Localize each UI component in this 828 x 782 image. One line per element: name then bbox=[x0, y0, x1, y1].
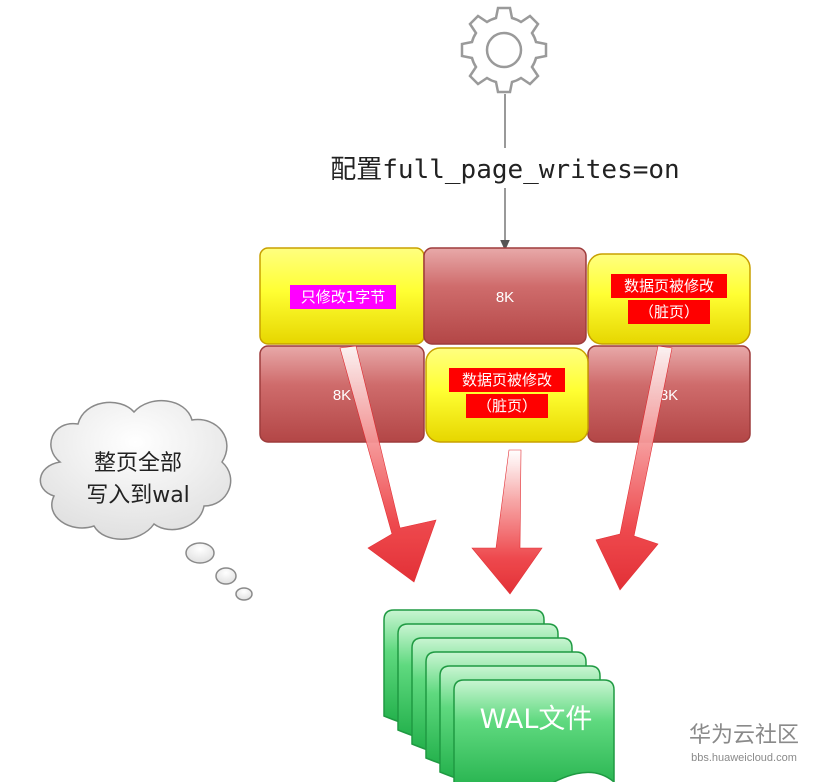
page-bottom-left: 8K bbox=[259, 345, 425, 443]
page-top-left-highlight bbox=[290, 285, 396, 309]
page-top-right: 数据页被修改 （脏页） bbox=[587, 253, 751, 345]
page-top-left: 只修改1字节 bbox=[259, 247, 425, 345]
page-top-right-highlight-2 bbox=[628, 300, 710, 324]
page-top-right-highlight-1 bbox=[611, 274, 727, 298]
thought-bubble-line1: 整页全部 bbox=[94, 451, 182, 476]
wal-file-label: WAL文件 bbox=[480, 704, 593, 735]
page-bottom-right-label: 8K bbox=[660, 387, 678, 404]
arrow-middle-to-wal bbox=[471, 449, 543, 595]
watermark: 华为云社区 bbs.huaweicloud.com bbox=[689, 723, 799, 764]
config-label: 配置full_page_writes=on bbox=[330, 155, 679, 185]
thought-bubble-line2: 写入到wal bbox=[86, 483, 190, 508]
gear-icon bbox=[460, 6, 548, 94]
page-top-right-line2: （脏页） bbox=[639, 303, 699, 321]
wal-file-stack: WAL文件 bbox=[383, 609, 615, 782]
page-bottom-left-label: 8K bbox=[333, 387, 351, 404]
page-top-middle: 8K bbox=[423, 247, 587, 345]
page-bottom-middle-highlight-1 bbox=[449, 368, 565, 392]
thought-bubble: 整页全部 写入到wal bbox=[39, 399, 253, 601]
page-top-left-label: 只修改1字节 bbox=[301, 288, 386, 306]
page-bottom-middle-highlight-2 bbox=[466, 394, 548, 418]
wal-file-page bbox=[453, 679, 615, 782]
watermark-url: bbs.huaweicloud.com bbox=[691, 752, 797, 764]
arrow-right-to-wal bbox=[595, 345, 673, 591]
arrow-left-to-wal bbox=[339, 345, 437, 583]
page-bottom-middle-line2: （脏页） bbox=[477, 397, 537, 415]
page-top-right-line1: 数据页被修改 bbox=[624, 277, 714, 295]
watermark-title: 华为云社区 bbox=[689, 723, 799, 748]
page-bottom-middle-line1: 数据页被修改 bbox=[462, 371, 552, 389]
page-bottom-middle: 数据页被修改 （脏页） bbox=[425, 347, 589, 443]
page-top-middle-label: 8K bbox=[496, 289, 514, 306]
